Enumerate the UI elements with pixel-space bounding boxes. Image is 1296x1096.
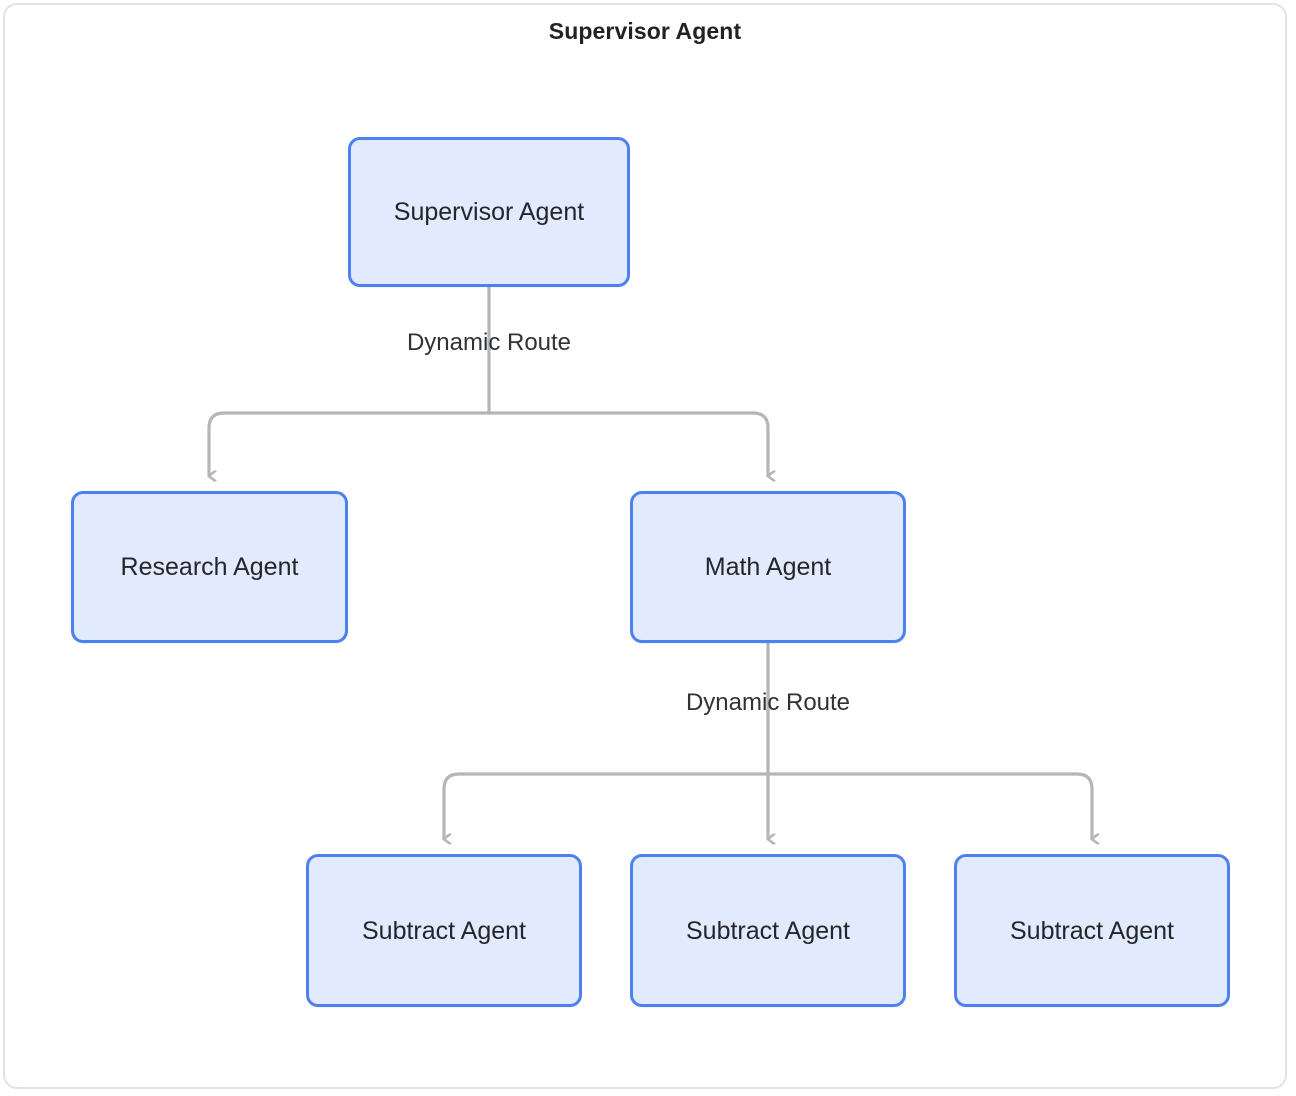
node-subtract-agent-3[interactable]: Subtract Agent [954, 854, 1230, 1007]
node-subtract-agent-1[interactable]: Subtract Agent [306, 854, 582, 1007]
node-supervisor-agent[interactable]: Supervisor Agent [348, 137, 630, 287]
node-subtract-agent-2[interactable]: Subtract Agent [630, 854, 906, 1007]
page-title: Supervisor Agent [548, 18, 742, 44]
node-math-agent[interactable]: Math Agent [630, 491, 906, 643]
node-label: Subtract Agent [685, 916, 850, 945]
edge-label-dynamic-route-top: Dynamic Route [406, 329, 572, 356]
node-label: Supervisor Agent [393, 198, 585, 226]
edge-label-dynamic-route-bottom: Dynamic Route [685, 689, 851, 716]
node-label: Research Agent [120, 553, 299, 581]
node-label: Subtract Agent [1009, 916, 1174, 945]
node-label: Math Agent [704, 553, 832, 581]
node-label: Subtract Agent [361, 916, 526, 945]
node-research-agent[interactable]: Research Agent [71, 491, 348, 643]
